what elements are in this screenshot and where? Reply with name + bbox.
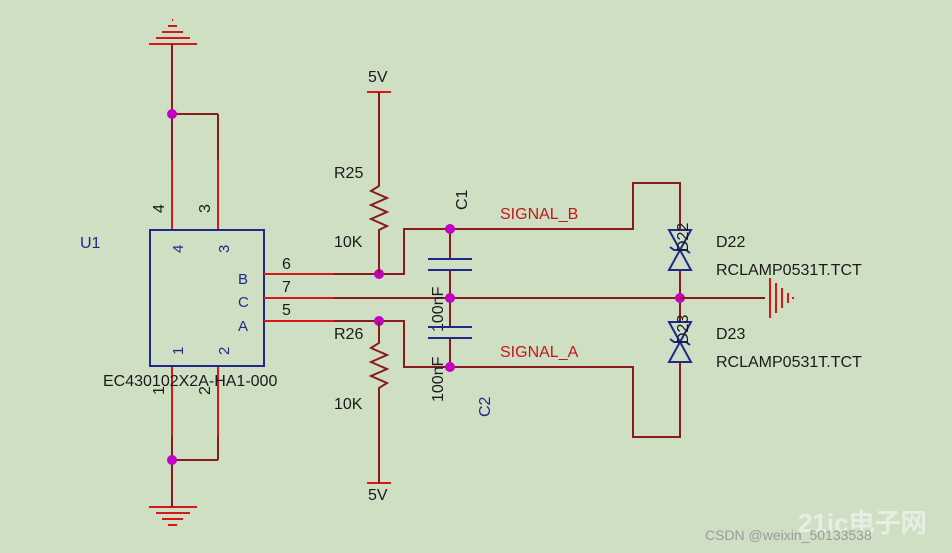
net-label-signal-b: SIGNAL_B <box>500 206 578 223</box>
u1-body-pin4: 4 <box>170 245 187 253</box>
c2-ref: C2 <box>477 396 494 417</box>
u1-body-pin2: 2 <box>216 347 233 355</box>
u1-pin1-number: 1 <box>151 386 168 395</box>
power-label-bottom: 5V <box>368 487 388 504</box>
u1-pin6-number: 6 <box>282 256 291 273</box>
resistor-r26: R26 10K <box>334 321 390 413</box>
u1-label-c: C <box>238 294 249 311</box>
d22-part: RCLAMP0531T.TCT <box>716 262 862 279</box>
u1-part: EC430102X2A-HA1-000 <box>103 373 277 390</box>
c1-value: 100nF <box>430 286 447 332</box>
power-5v-bottom: 5V <box>367 396 391 504</box>
u1-pin2-number: 2 <box>197 386 214 395</box>
ground-symbol-top <box>149 19 197 45</box>
r26-value: 10K <box>334 396 363 413</box>
ground-symbol-bottom <box>149 506 197 526</box>
r26-ref: R26 <box>334 326 363 343</box>
tvs-diode-d22: D22 D22 RCLAMP0531T.TCT <box>667 220 862 280</box>
c1-ref: C1 <box>454 189 471 210</box>
u1-bottom-wiring <box>167 366 219 507</box>
u1-label-b: B <box>238 271 248 288</box>
watermark-logo: 21ic电子网 <box>798 508 927 538</box>
d23-part: RCLAMP0531T.TCT <box>716 354 862 371</box>
net-label-signal-a: SIGNAL_A <box>500 344 579 361</box>
d22-overlay-ref: D22 <box>675 223 692 252</box>
power-5v-top: 5V <box>367 69 391 180</box>
ground-symbol-right <box>680 278 794 318</box>
junction-u1-bottom <box>167 455 177 465</box>
resistor-r25: R25 10K <box>334 165 390 274</box>
u1-label-a: A <box>238 318 248 335</box>
u1-pin5-number: 5 <box>282 302 291 319</box>
d23-ref: D23 <box>716 326 745 343</box>
u1-body-pin3: 3 <box>216 245 233 253</box>
capacitor-c1: C1 100nF <box>428 189 472 332</box>
capacitor-c2: 100nF C2 <box>428 326 494 417</box>
d23-overlay-ref: D23 <box>675 315 692 344</box>
u1-connector: U1 EC430102X2A-HA1-000 4 3 4 3 1 2 1 2 B… <box>80 204 334 395</box>
net-wiring: SIGNAL_B SIGNAL_A <box>334 182 765 438</box>
watermark-csdn: CSDN @weixin_50133538 <box>705 527 872 543</box>
d22-ref: D22 <box>716 234 745 251</box>
u1-ref: U1 <box>80 235 101 252</box>
junction-signal-a-c2 <box>445 362 455 372</box>
junction-u1-top <box>167 109 177 119</box>
u1-top-wiring <box>167 44 219 230</box>
junction-signal-b-c1 <box>445 224 455 234</box>
u1-pin3-number: 3 <box>197 204 214 213</box>
tvs-diode-d23: D23 D23 RCLAMP0531T.TCT <box>667 315 862 371</box>
r25-value: 10K <box>334 234 363 251</box>
junction-gnd-caps <box>445 293 455 303</box>
u1-pin7-number: 7 <box>282 279 291 296</box>
power-label-top: 5V <box>368 69 388 86</box>
u1-pin4-number: 4 <box>151 204 168 213</box>
u1-body-pin1: 1 <box>170 347 187 355</box>
r25-ref: R25 <box>334 165 363 182</box>
c2-value: 100nF <box>430 356 447 402</box>
